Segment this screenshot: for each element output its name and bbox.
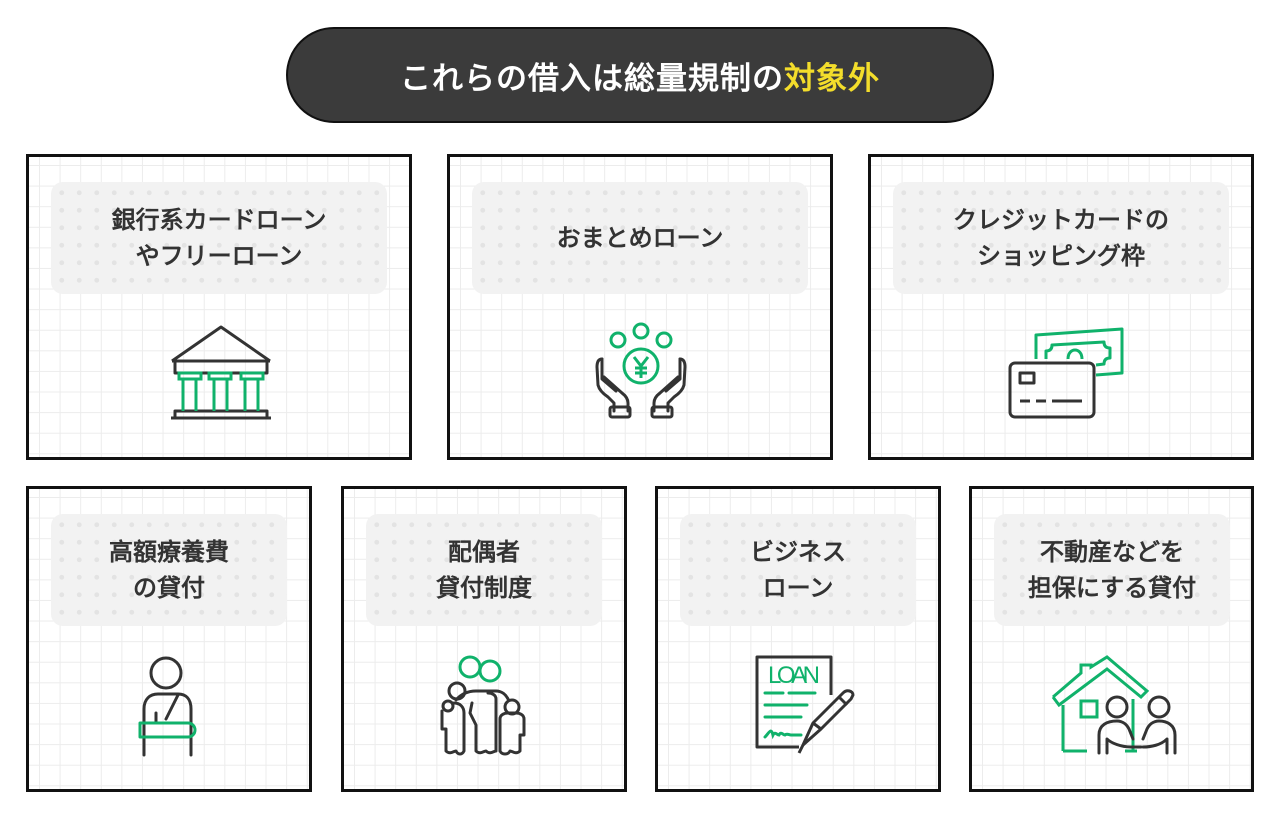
- card-spouse-loan-system: 配偶者 貸付制度: [341, 486, 627, 792]
- card-real-estate-collateral-loan: 不動産などを 担保にする貸付: [969, 486, 1254, 792]
- card-label: クレジットカードの ショッピング枠: [893, 182, 1229, 294]
- title-prefix: これらの借入は総量規制の: [400, 60, 784, 97]
- card-bank-card-loan: 銀行系カードローン やフリーローン: [26, 154, 412, 460]
- card-label: 高額療養費 の貸付: [51, 514, 287, 626]
- hands-yen-coins-icon: [594, 322, 688, 419]
- card-business-loan: ビジネス ローン LOAN: [655, 486, 941, 792]
- credit-card-cash-icon: [1008, 325, 1128, 421]
- card-label: 不動産などを 担保にする貸付: [994, 514, 1230, 626]
- house-handshake-icon: [1051, 655, 1177, 755]
- family-icon: [436, 655, 532, 756]
- card-label: ビジネス ローン: [680, 514, 916, 626]
- card-high-medical-expense-loan: 高額療養費 の貸付: [26, 486, 312, 792]
- injured-person-icon: [134, 656, 198, 757]
- card-label: おまとめローン: [472, 182, 808, 294]
- page-title: これらの借入は総量規制の対象外: [286, 27, 994, 123]
- card-consolidation-loan: おまとめローン: [447, 154, 833, 460]
- card-label: 配偶者 貸付制度: [366, 514, 602, 626]
- card-credit-card-shopping: クレジットカードの ショッピング枠: [868, 154, 1254, 460]
- card-label: 銀行系カードローン やフリーローン: [51, 182, 387, 294]
- bank-icon: [169, 325, 273, 421]
- loan-text: LOAN: [768, 662, 820, 689]
- loan-document-pen-icon: LOAN: [755, 655, 859, 765]
- title-highlight: 対象外: [784, 60, 880, 97]
